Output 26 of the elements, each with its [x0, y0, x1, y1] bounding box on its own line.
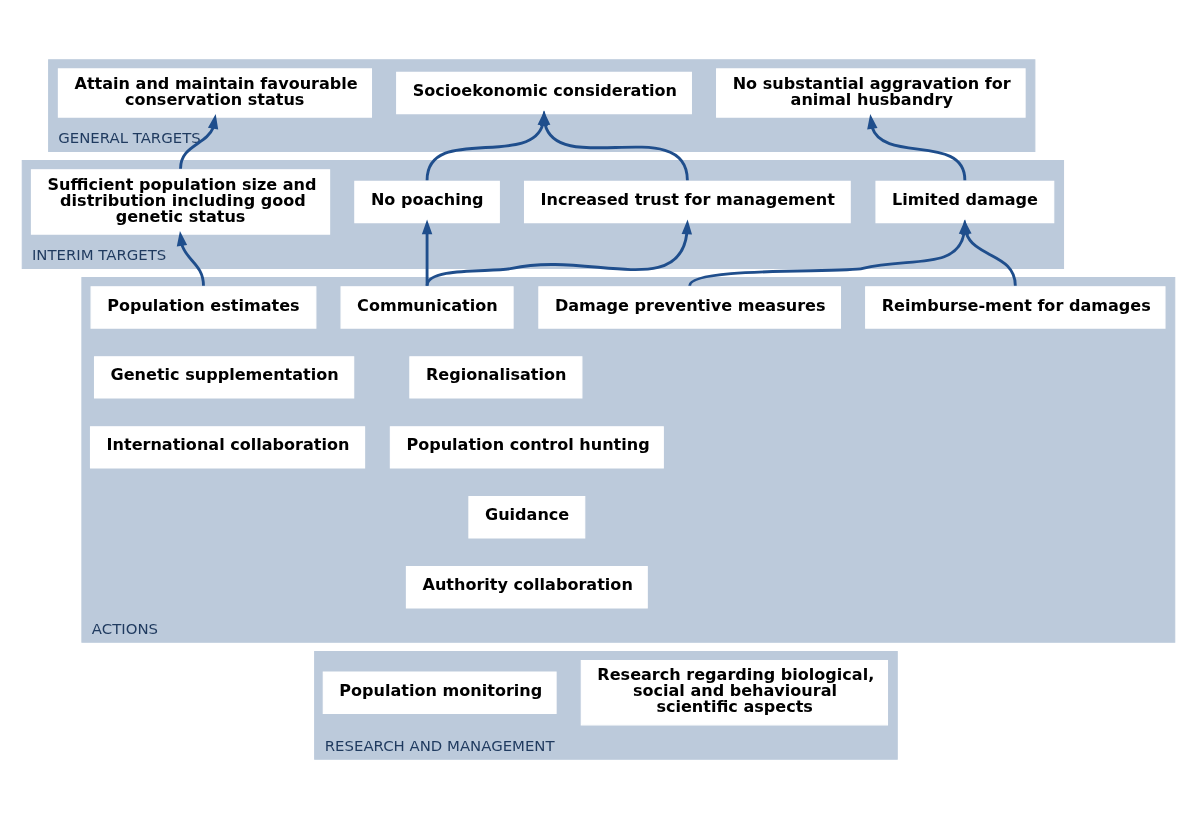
- node-box: Communication: [340, 285, 514, 329]
- arrow: [961, 218, 1017, 286]
- node-box: Authority collaboration: [405, 565, 648, 608]
- arrow: [867, 113, 967, 180]
- arrow: [421, 218, 433, 286]
- node-box: No poaching: [354, 180, 500, 223]
- node-box: Damage preventive measures: [538, 285, 842, 329]
- arrow: [425, 218, 693, 286]
- node-box: Socioekonomic consideration: [396, 71, 692, 114]
- node-box: Increased trust for management: [523, 180, 851, 223]
- arrow: [425, 110, 548, 180]
- node-box: International collaboration: [89, 425, 366, 469]
- arrow: [179, 113, 219, 169]
- node-box: Genetic supplementation: [93, 355, 355, 399]
- node-box: No substantial aggravation for animal husbandry: [716, 67, 1026, 118]
- arrow: [176, 230, 205, 286]
- node-box: Attain and maintain favourable conservation status: [57, 67, 373, 118]
- node-box: Regionalisation: [409, 355, 583, 399]
- node-box: Population control hunting: [389, 425, 664, 469]
- node-box: Reimburse-ment for damages: [865, 285, 1166, 329]
- node-box: Sufficient population size and distribution including good genetic status: [30, 168, 331, 235]
- node-box: Limited damage: [875, 180, 1055, 223]
- node-box: Guidance: [468, 495, 586, 538]
- node-box: Population monitoring: [322, 671, 557, 714]
- node-box: Research regarding biological, social and behavioural scientific aspects: [580, 659, 889, 725]
- node-box: Population estimates: [90, 285, 317, 329]
